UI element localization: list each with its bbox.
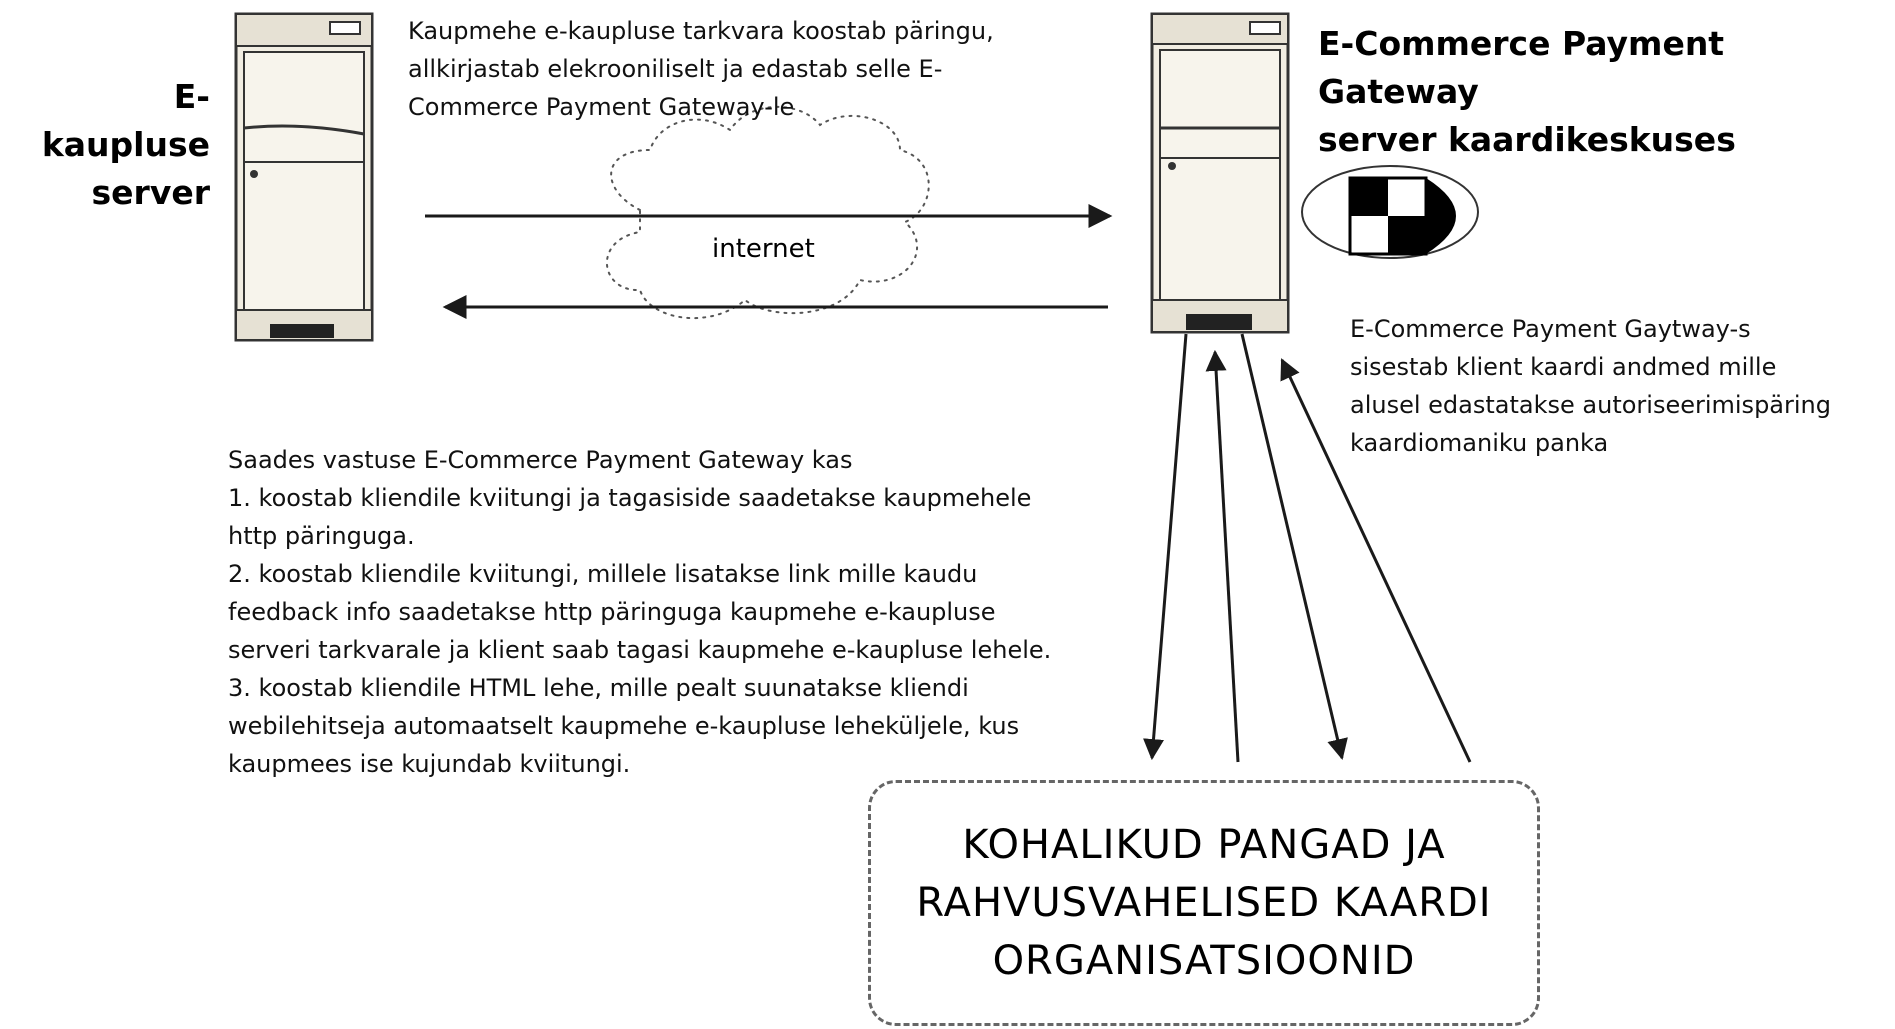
left-server-icon [234,12,374,342]
request-description-line: Commerce Payment Gateway-le [408,93,795,121]
banks-box-line: ORGANISATSIOONID [992,938,1416,984]
request-description-line: Kaupmehe e-kaupluse tarkvara koostab pär… [408,17,994,45]
response-description-line: kaupmees ise kujundab kviitungi. [228,750,631,778]
response-description-line: feedback info saadetakse http päringuga … [228,598,996,626]
gateway-description: E-Commerce Payment Gaytway-s sisestab kl… [1350,310,1831,462]
response-description: Saades vastuse E-Commerce Payment Gatewa… [228,441,1051,783]
request-description: Kaupmehe e-kaupluse tarkvara koostab pär… [408,12,994,126]
response-description-line: 3. koostab kliendile HTML lehe, mille pe… [228,674,969,702]
right-server-label: E-Commerce Payment Gateway server kaardi… [1318,20,1778,164]
gateway-to-bank-arrow-1 [1143,333,1188,761]
left-server-label-line: E-kaupluse [41,77,210,164]
gateway-description-line: alusel edastatakse autoriseerimispäring [1350,391,1831,419]
response-description-line: Saades vastuse E-Commerce Payment Gatewa… [228,446,853,474]
card-center-logo-icon [1301,165,1479,259]
right-server-label-line: Gateway [1318,72,1479,111]
response-description-line: 2. koostab kliendile kviitungi, millele … [228,560,978,588]
internet-label: internet [712,234,815,264]
left-server-label-line: server [91,173,210,212]
gateway-to-bank-arrow-2 [1240,333,1348,761]
gateway-description-line: sisestab klient kaardi andmed mille [1350,353,1777,381]
right-server-icon [1150,12,1290,334]
banks-box-line: RAHVUSVAHELISED KAARDI [916,880,1492,926]
left-server-label: E-kaupluse server [10,73,210,217]
right-server-label-line: server kaardikeskuses [1318,120,1736,159]
banks-box-text: KOHALIKUD PANGAD JA RAHVUSVAHELISED KAAR… [916,816,1491,990]
response-description-line: serveri tarkvarale ja klient saab tagasi… [228,636,1052,664]
internet-cloud-icon [606,105,930,320]
response-description-line: 1. koostab kliendile kviitungi ja tagasi… [228,484,1032,512]
gateway-description-line: kaardiomaniku panka [1350,429,1609,457]
banks-box-line: KOHALIKUD PANGAD JA [962,822,1446,868]
banks-box: KOHALIKUD PANGAD JA RAHVUSVAHELISED KAAR… [868,780,1540,1026]
bank-to-gateway-arrow-2 [1280,358,1472,763]
gateway-description-line: E-Commerce Payment Gaytway-s [1350,315,1751,343]
request-description-line: allkirjastab elekrooniliselt ja edastab … [408,55,943,83]
response-description-line: webilehitseja automaatselt kaupmehe e-ka… [228,712,1020,740]
right-server-label-line: E-Commerce Payment [1318,24,1725,63]
response-description-line: http päringuga. [228,522,415,550]
bank-to-gateway-arrow-1 [1205,349,1240,763]
